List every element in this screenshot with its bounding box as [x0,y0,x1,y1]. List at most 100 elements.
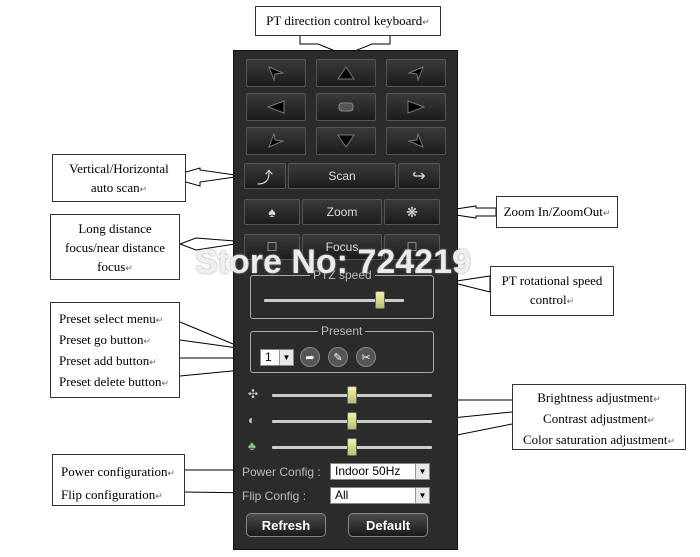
callout-pt-direction: PT direction control keyboard↵ [255,6,441,36]
callout-focus-line3: focus [97,259,126,274]
left-button[interactable] [246,93,306,121]
power-config-select[interactable]: Indoor 50Hz ▼ [330,463,430,480]
return-mark: ↵ [566,296,575,306]
left-arrow-icon [266,100,285,114]
power-config-value: Indoor 50Hz [335,464,401,478]
up-left-arrow-icon [268,66,285,81]
return-mark: ↵ [653,394,661,404]
preset-select-value: 1 [265,350,272,364]
zoom-label-bar: Zoom [302,199,382,225]
callout-preset-line2: Preset go button [59,332,144,347]
return-mark: ↵ [149,357,157,367]
saturation-slider[interactable] [347,438,357,456]
chevron-down-icon: ▼ [415,464,429,479]
callout-zoom-text: Zoom In/ZoomOut [503,204,603,219]
callout-auto-scan-line1: Vertical/Horizontal [69,161,169,176]
zoom-in-icon: ❋ [406,203,418,220]
return-mark: ↵ [125,263,133,273]
focus-near-button[interactable]: ☐ [244,234,300,260]
return-mark: ↵ [161,378,170,388]
focus-label: Focus [325,240,359,254]
callout-image-adjust-line1: Brightness adjustment [537,390,654,405]
chevron-down-icon: ▼ [279,350,293,365]
return-mark: ↵ [422,17,430,27]
saturation-icon: ♣ [248,439,256,453]
callout-focus-line2: focus/near distance [65,240,165,255]
default-button[interactable]: Default [348,513,428,537]
callout-config: Power configuration↵ Flip configuration↵ [52,454,185,506]
ptz-speed-label: PTZ speed [310,268,375,282]
scan-label: Scan [328,169,356,183]
right-button[interactable] [386,93,446,121]
flip-config-select[interactable]: All ▼ [330,487,430,504]
center-button[interactable] [316,93,376,121]
horizontal-scan-icon: ↪ [412,168,426,185]
return-mark: ↵ [143,336,152,346]
focus-near-icon: ☐ [266,240,278,254]
brightness-slider[interactable] [347,386,357,404]
up-button[interactable] [316,59,376,87]
callout-auto-scan-line2: auto scan [90,180,140,195]
callout-image-adjust-line3: Color saturation adjustment [523,432,668,447]
flip-config-value: All [335,488,349,502]
preset-delete-button[interactable]: ✂ [356,347,376,367]
up-arrow-icon [337,66,355,80]
power-config-label: Power Config : [242,465,321,479]
zoom-out-button[interactable]: ♠ [244,199,300,225]
callout-preset-line1: Preset select menu [59,311,156,326]
zoom-label: Zoom [326,205,358,219]
callout-pt-speed: PT rotational speed control↵ [490,266,614,316]
callout-auto-scan: Vertical/Horizontal auto scan↵ [52,154,186,202]
ptz-control-panel: ⤴ Scan ↪ ♠ Zoom ❋ ☐ Focus ☐ PTZ speed Pr… [233,50,458,550]
zoom-out-icon: ♠ [268,204,276,220]
return-mark: ↵ [155,491,163,501]
callout-preset-line4: Preset delete button [59,374,162,389]
preset-label: Present [318,324,366,338]
focus-label-bar: Focus [302,234,382,260]
callout-pt-direction-text: PT direction control keyboard [266,13,423,28]
chevron-down-icon: ▼ [415,488,429,503]
refresh-button[interactable]: Refresh [246,513,326,537]
callout-pt-speed-line1: PT rotational speed [501,273,603,288]
callout-focus-line1: Long distance [78,221,152,236]
down-left-button[interactable] [246,127,306,155]
down-arrow-icon [337,134,355,148]
focus-far-button[interactable]: ☐ [384,234,440,260]
store-watermark: Store No: 724219 [195,243,471,281]
vertical-scan-button[interactable]: ⤴ [244,163,286,189]
down-right-button[interactable] [386,127,446,155]
up-right-arrow-icon [407,66,424,81]
preset-go-button[interactable]: ➦ [300,347,320,367]
horizontal-scan-button[interactable]: ↪ [398,163,440,189]
callout-zoom: Zoom In/ZoomOut↵ [496,196,618,228]
contrast-slider[interactable] [347,412,357,430]
callout-image-adjust: Brightness adjustment↵ Contrast adjustme… [512,384,686,450]
up-left-button[interactable] [246,59,306,87]
focus-far-icon: ☐ [406,240,418,254]
return-mark: ↵ [167,468,176,478]
preset-select[interactable]: 1 ▼ [260,349,294,366]
preset-add-button[interactable]: ✎ [328,347,348,367]
brightness-icon: ✣ [248,387,259,401]
callout-focus: Long distance focus/near distance focus↵ [50,214,180,280]
edit-icon: ✎ [333,351,343,364]
ptz-speed-track[interactable] [264,299,404,302]
contrast-icon: ◐ [248,413,256,427]
down-button[interactable] [316,127,376,155]
callout-preset-line3: Preset add button [59,353,150,368]
up-right-button[interactable] [386,59,446,87]
return-mark: ↵ [667,436,675,446]
return-mark: ↵ [602,208,611,218]
flip-config-label: Flip Config : [242,489,307,503]
callout-config-line1: Power configuration [61,464,168,479]
callout-image-adjust-line2: Contrast adjustment [543,411,648,426]
callout-pt-speed-line2: control [529,292,567,307]
zoom-in-button[interactable]: ❋ [384,199,440,225]
return-mark: ↵ [647,415,655,425]
return-mark: ↵ [155,315,164,325]
scan-label-bar: Scan [288,163,396,189]
delete-icon: ✂ [361,351,371,364]
callout-config-line2: Flip configuration [61,487,156,502]
vertical-scan-icon: ⤴ [256,170,273,187]
ptz-speed-slider[interactable] [375,291,386,309]
